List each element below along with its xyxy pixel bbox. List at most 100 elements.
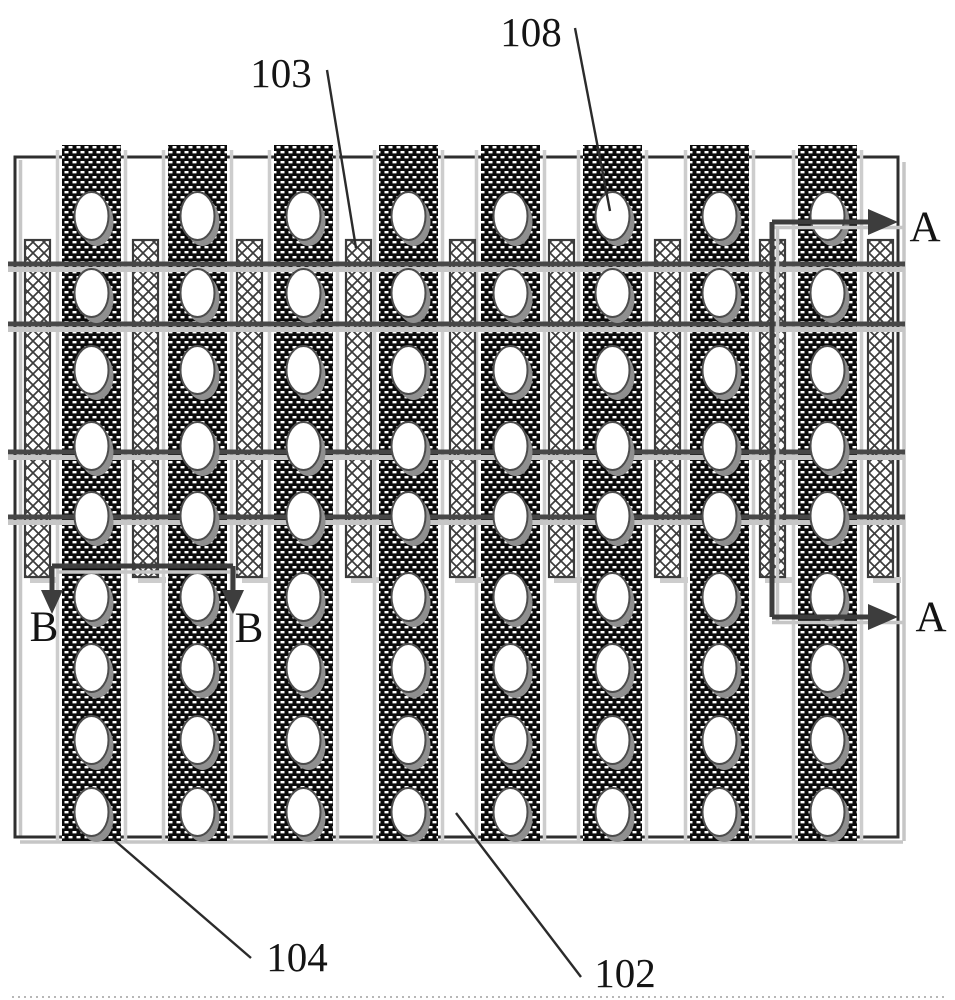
contact-oval (390, 191, 427, 241)
contact-oval (701, 572, 738, 622)
contact-oval (390, 421, 427, 471)
contact-oval (701, 643, 738, 693)
contact-oval (73, 421, 110, 471)
contact-oval (701, 491, 738, 541)
crosshatch-column (547, 238, 576, 579)
contact-oval (73, 268, 110, 318)
contact-oval (492, 643, 529, 693)
contact-oval (701, 268, 738, 318)
contact-oval (285, 191, 322, 241)
contact-oval (701, 191, 738, 241)
crosshatch-column-shadow (455, 577, 483, 583)
contact-oval (809, 491, 846, 541)
contact-oval (809, 715, 846, 765)
contact-oval (390, 787, 427, 837)
contact-oval (594, 643, 631, 693)
crosshatch-column (131, 238, 160, 579)
contact-oval (285, 643, 322, 693)
contact-oval (390, 572, 427, 622)
leader-108 (573, 27, 612, 212)
contact-oval (390, 715, 427, 765)
contact-oval (73, 643, 110, 693)
contact-oval (809, 421, 846, 471)
crosshatch-column-shadow (351, 577, 379, 583)
contact-oval (285, 715, 322, 765)
contact-oval (285, 421, 322, 471)
contact-oval (701, 345, 738, 395)
contact-oval (594, 715, 631, 765)
contact-oval (594, 572, 631, 622)
contact-oval (179, 191, 216, 241)
contact-oval (285, 572, 322, 622)
contact-oval (594, 191, 631, 241)
contact-oval (594, 345, 631, 395)
contact-oval (701, 787, 738, 837)
contact-oval (594, 421, 631, 471)
contact-oval (179, 572, 216, 622)
contact-oval (73, 715, 110, 765)
contact-oval (390, 643, 427, 693)
contact-oval (285, 787, 322, 837)
contact-oval (594, 491, 631, 541)
substrate-frame (13, 155, 906, 844)
horizontal-word-lines (8, 261, 905, 525)
crosshatch-column (653, 238, 682, 579)
contact-oval (179, 643, 216, 693)
contact-oval (492, 345, 529, 395)
contact-oval (390, 268, 427, 318)
label-section-a-top: A (909, 204, 940, 251)
contact-oval (179, 268, 216, 318)
contact-oval (492, 268, 529, 318)
leader-102 (455, 812, 582, 978)
label-103: 103 (250, 50, 312, 96)
contact-oval (492, 787, 529, 837)
crosshatch-column-shadow (873, 577, 901, 583)
figure-labels: 103 108 104 102 A A B B (30, 9, 947, 996)
contact-oval (73, 572, 110, 622)
label-section-b-left: B (30, 604, 59, 651)
label-108: 108 (500, 9, 562, 55)
crosshatch-column-shadow (138, 577, 166, 583)
label-104: 104 (266, 934, 328, 980)
contact-oval (179, 421, 216, 471)
label-section-a-bottom: A (915, 594, 946, 641)
crosshatch-column (866, 238, 895, 579)
contact-oval (73, 345, 110, 395)
contact-oval (285, 491, 322, 541)
section-marker-a (769, 209, 903, 630)
crosshatch-column-shadow (660, 577, 688, 583)
contact-oval (285, 345, 322, 395)
label-section-b-right: B (235, 605, 264, 652)
contact-oval (73, 491, 110, 541)
contact-ovals (73, 191, 850, 842)
crosshatch-column (344, 238, 373, 579)
contact-oval (285, 268, 322, 318)
crosshatch-column (23, 238, 52, 579)
contact-oval (179, 787, 216, 837)
label-102: 102 (594, 950, 656, 996)
crosshatch-column-shadow (30, 577, 58, 583)
contact-oval (179, 491, 216, 541)
section-b-arrowhead-right (222, 590, 244, 614)
contact-oval (492, 491, 529, 541)
contact-oval (179, 715, 216, 765)
section-a-arrowhead-top (868, 209, 898, 235)
contact-oval (594, 268, 631, 318)
section-marker-b (41, 563, 244, 614)
contact-oval (809, 572, 846, 622)
contact-oval (701, 715, 738, 765)
section-b-arrowhead-left (41, 590, 63, 614)
contact-oval (492, 191, 529, 241)
contact-oval (73, 787, 110, 837)
crosshatch-column-shadow (554, 577, 582, 583)
contact-oval (492, 715, 529, 765)
crosshatch-column-shadow (242, 577, 270, 583)
substrate-outline (13, 155, 900, 839)
leader-lines (112, 27, 612, 978)
contact-oval (809, 787, 846, 837)
contact-oval (492, 421, 529, 471)
contact-oval (390, 491, 427, 541)
section-a-arrowhead-bottom (868, 604, 898, 630)
